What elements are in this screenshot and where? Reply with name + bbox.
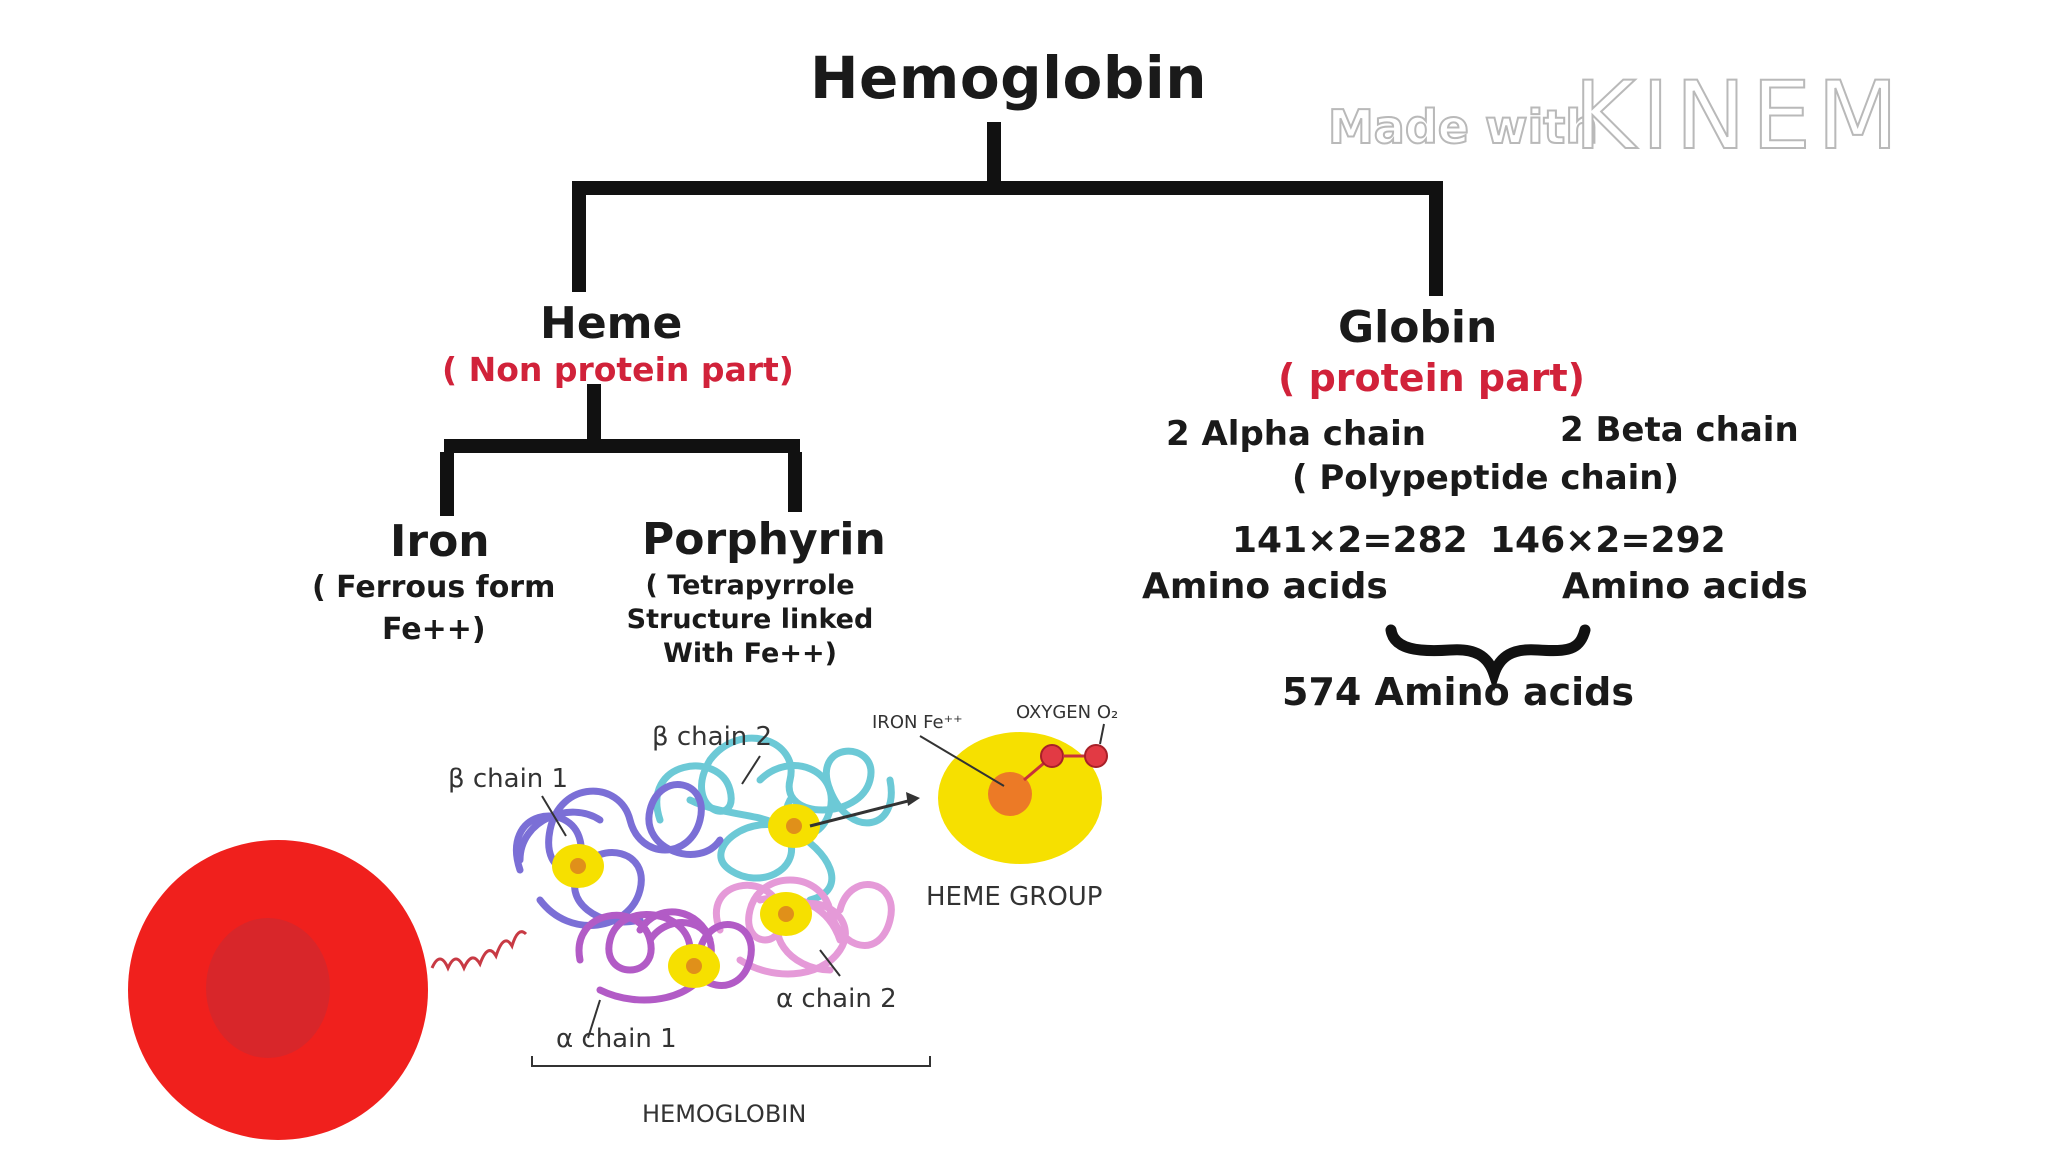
heme-group-icon xyxy=(919,723,1108,864)
watermark-made-with: Made with xyxy=(1327,99,1599,155)
beta-amino-acids: Amino acids xyxy=(1562,566,1808,607)
iron-line1: ( Ferrous form xyxy=(312,570,556,605)
iron-fe-label: IRON Fe⁺⁺ xyxy=(872,712,963,733)
alpha-chain-2-label: α chain 2 xyxy=(776,984,897,1014)
globin-subtitle: ( protein part) xyxy=(1278,356,1586,400)
alpha-chain-1-label: α chain 1 xyxy=(556,1024,677,1054)
beta-chain-2-label: β chain 2 xyxy=(652,722,773,752)
hemoglobin-bracket xyxy=(531,1056,931,1067)
globin-title: Globin xyxy=(1338,302,1498,353)
oxygen-label: OXYGEN O₂ xyxy=(1016,702,1119,723)
beta-chain-label: 2 Beta chain xyxy=(1560,410,1799,450)
red-blood-cell-icon xyxy=(128,840,528,1140)
alpha-chain-label: 2 Alpha chain xyxy=(1166,414,1426,454)
heme-centers xyxy=(552,804,820,988)
hemoglobin-label: HEMOGLOBIN xyxy=(642,1100,807,1128)
porphyrin-line3: With Fe++) xyxy=(663,638,837,669)
beta-chain-1-label: β chain 1 xyxy=(448,764,569,794)
heme-subtitle: ( Non protein part) xyxy=(442,350,794,389)
alpha-calculation: 141×2=282 xyxy=(1232,520,1468,561)
polypeptide-label: ( Polypeptide chain) xyxy=(1292,458,1680,498)
total-amino-acids: 574 Amino acids xyxy=(1282,670,1634,714)
diagram-title: Hemoglobin xyxy=(810,44,1208,112)
porphyrin-line1: ( Tetrapyrrole xyxy=(645,570,855,601)
heme-group-label: HEME GROUP xyxy=(926,882,1103,912)
beta-calculation: 146×2=292 xyxy=(1490,520,1726,561)
porphyrin-line2: Structure linked xyxy=(626,604,874,635)
watermark-brand: KINEM xyxy=(1573,61,1905,172)
curly-brace xyxy=(1385,624,1591,692)
iron-title: Iron xyxy=(390,516,490,567)
porphyrin-title: Porphyrin xyxy=(642,514,886,565)
iron-line2: Fe++) xyxy=(382,612,486,647)
alpha-amino-acids: Amino acids xyxy=(1142,566,1388,607)
heme-title: Heme xyxy=(540,298,683,349)
